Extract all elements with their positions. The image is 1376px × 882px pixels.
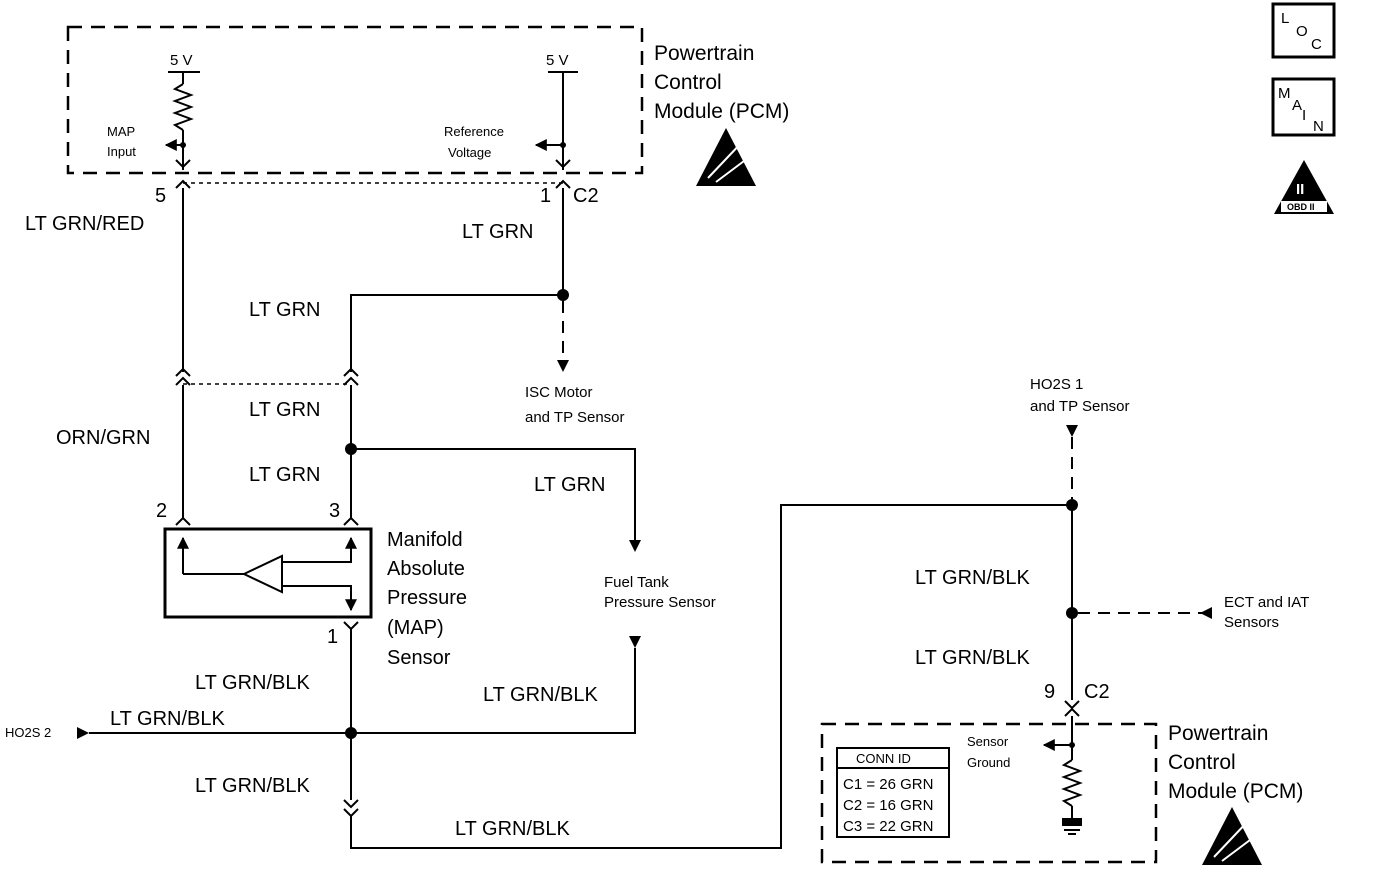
pcm-bottom-title-1: Powertrain bbox=[1168, 722, 1268, 745]
svg-text:OBD II: OBD II bbox=[1287, 202, 1315, 212]
pin-1b-label: 1 bbox=[327, 626, 338, 648]
svg-text:C: C bbox=[1311, 36, 1322, 53]
pcm-top-title-1: Powertrain bbox=[654, 42, 754, 65]
map-sensor-label-2: Absolute bbox=[387, 558, 465, 580]
wire-label-blk-f: LT GRN/BLK bbox=[915, 567, 1031, 589]
ect-label-1: ECT and IAT bbox=[1224, 594, 1309, 611]
svg-text:A: A bbox=[1292, 97, 1302, 114]
wire-label-blk-c: LT GRN/BLK bbox=[483, 684, 599, 706]
pullup-resistor bbox=[172, 83, 194, 131]
pcm-bottom-title-2: Control bbox=[1168, 751, 1236, 774]
wire-label-blk-b: LT GRN/BLK bbox=[110, 708, 226, 730]
map-sensor-label-3: Pressure bbox=[387, 587, 467, 609]
fuel-tank-label-2: Pressure Sensor bbox=[604, 594, 716, 611]
isc-label-2: and TP Sensor bbox=[525, 409, 625, 426]
main-icon[interactable]: M A I N bbox=[1271, 77, 1336, 137]
wire-label-blk-d: LT GRN/BLK bbox=[195, 775, 311, 797]
ect-label-2: Sensors bbox=[1224, 614, 1279, 631]
obd-ii-icon[interactable]: II OBD II bbox=[1274, 160, 1334, 214]
wire-label-lt-grn-c: LT GRN bbox=[249, 399, 321, 421]
svg-text:N: N bbox=[1313, 118, 1324, 135]
map-sensor-internals bbox=[177, 536, 357, 612]
pcm-bottom-box bbox=[820, 722, 1158, 864]
wire-lt-grn-blk-main bbox=[350, 504, 1072, 849]
wire-label-lt-grn-red: LT GRN/RED bbox=[25, 213, 144, 235]
ground-resistor bbox=[1061, 759, 1083, 807]
wire-lt-grn-fuel bbox=[351, 448, 636, 548]
conn-id-title: CONN ID bbox=[856, 751, 911, 766]
map-sensor-label-1: Manifold bbox=[387, 529, 463, 551]
pcm-top-box bbox=[66, 25, 644, 175]
connector-c2b-label: C2 bbox=[1084, 681, 1110, 703]
ho2s2-label: HO2S 2 bbox=[5, 725, 51, 740]
map-input-label-1: MAP bbox=[107, 124, 135, 139]
pcm-bottom-title-3: Module (PCM) bbox=[1168, 780, 1303, 803]
reference-label-1: Reference bbox=[444, 124, 504, 139]
esd-warning-icon bbox=[696, 128, 756, 186]
map-input-label-2: Input bbox=[107, 144, 136, 159]
sensor-ground-label-1: Sensor bbox=[967, 734, 1009, 749]
conn-id-row-1: C1 = 26 GRN bbox=[843, 776, 933, 793]
svg-text:I: I bbox=[1302, 107, 1306, 124]
svg-text:M: M bbox=[1278, 85, 1291, 102]
isc-label-1: ISC Motor bbox=[525, 384, 593, 401]
pin-2-label: 2 bbox=[156, 500, 167, 522]
conn-id-table bbox=[836, 747, 950, 838]
wire-label-blk-e: LT GRN/BLK bbox=[455, 818, 571, 840]
svg-text:II: II bbox=[1296, 181, 1304, 198]
map-sensor-box bbox=[163, 527, 373, 619]
ho2s1-label-1: HO2S 1 bbox=[1030, 376, 1083, 393]
splice-ect bbox=[1066, 607, 1078, 619]
esd-warning-icon-bottom bbox=[1202, 807, 1262, 865]
pin-3-label: 3 bbox=[329, 500, 340, 522]
svg-text:L: L bbox=[1281, 10, 1289, 27]
map-sensor-label-4: (MAP) bbox=[387, 617, 444, 639]
wire-label-blk-g: LT GRN/BLK bbox=[915, 647, 1031, 669]
supply-right-label: 5 V bbox=[546, 52, 569, 69]
wire-label-lt-grn-e: LT GRN bbox=[534, 474, 606, 496]
conn-id-row-2: C2 = 16 GRN bbox=[843, 797, 933, 814]
pin-9-label: 9 bbox=[1044, 681, 1055, 703]
connector-c2-label: C2 bbox=[573, 185, 599, 207]
pcm-top-title-2: Control bbox=[654, 71, 722, 94]
wire-lt-grn-blk-fuel bbox=[351, 648, 636, 734]
pcm-top-title-3: Module (PCM) bbox=[654, 100, 789, 123]
wire-lt-grn-branch bbox=[350, 294, 563, 372]
wire-label-lt-grn-d: LT GRN bbox=[249, 464, 321, 486]
fuel-tank-label-1: Fuel Tank bbox=[604, 574, 669, 591]
wire-label-lt-grn-b: LT GRN bbox=[249, 299, 321, 321]
pin-1-label: 1 bbox=[540, 185, 551, 207]
reference-label-2: Voltage bbox=[448, 145, 491, 160]
ho2s1-label-2: and TP Sensor bbox=[1030, 398, 1130, 415]
map-sensor-label-5: Sensor bbox=[387, 647, 451, 669]
sensor-ground-label-2: Ground bbox=[967, 755, 1010, 770]
wire-label-blk-a: LT GRN/BLK bbox=[195, 672, 311, 694]
supply-left-label: 5 V bbox=[170, 52, 193, 69]
ground-symbol-icon bbox=[1062, 818, 1082, 835]
wire-label-orn-grn: ORN/GRN bbox=[56, 427, 150, 449]
wire-label-lt-grn-a: LT GRN bbox=[462, 221, 534, 243]
pin-5-label: 5 bbox=[155, 185, 166, 207]
svg-text:O: O bbox=[1296, 23, 1308, 40]
conn-id-row-3: C3 = 22 GRN bbox=[843, 818, 933, 835]
loc-icon[interactable]: L O C bbox=[1271, 2, 1336, 59]
